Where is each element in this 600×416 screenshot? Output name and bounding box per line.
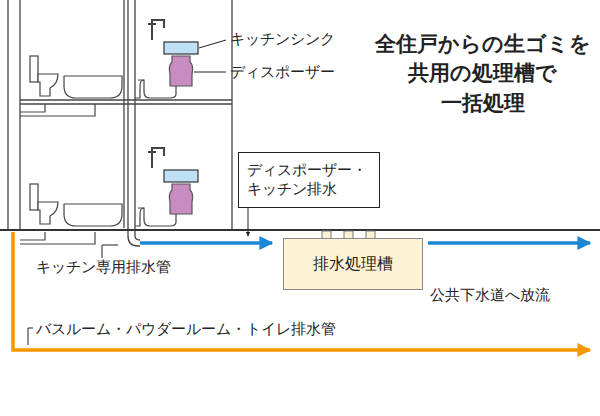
part-label: ディスポーザー — [230, 63, 335, 81]
callout-box: ディスポーザー・ キッチン排水 — [238, 152, 380, 208]
pipe-label: バスルーム・パウダールーム・トイレ排水管 — [36, 320, 336, 338]
node-text: ディスポーザー・ キッチン排水 — [247, 161, 372, 200]
part-label: キッチンシンク — [230, 30, 335, 48]
pipe-label: キッチン専用排水管 — [36, 258, 171, 276]
flow-label: 公共下水道へ放流 — [430, 286, 550, 304]
treatment-tank: 排水処理槽 — [283, 238, 423, 290]
node-text: 排水処理槽 — [313, 254, 393, 275]
headline: 全住戸からの生ゴミを 共用の処理槽で 一括処理 — [370, 30, 595, 118]
